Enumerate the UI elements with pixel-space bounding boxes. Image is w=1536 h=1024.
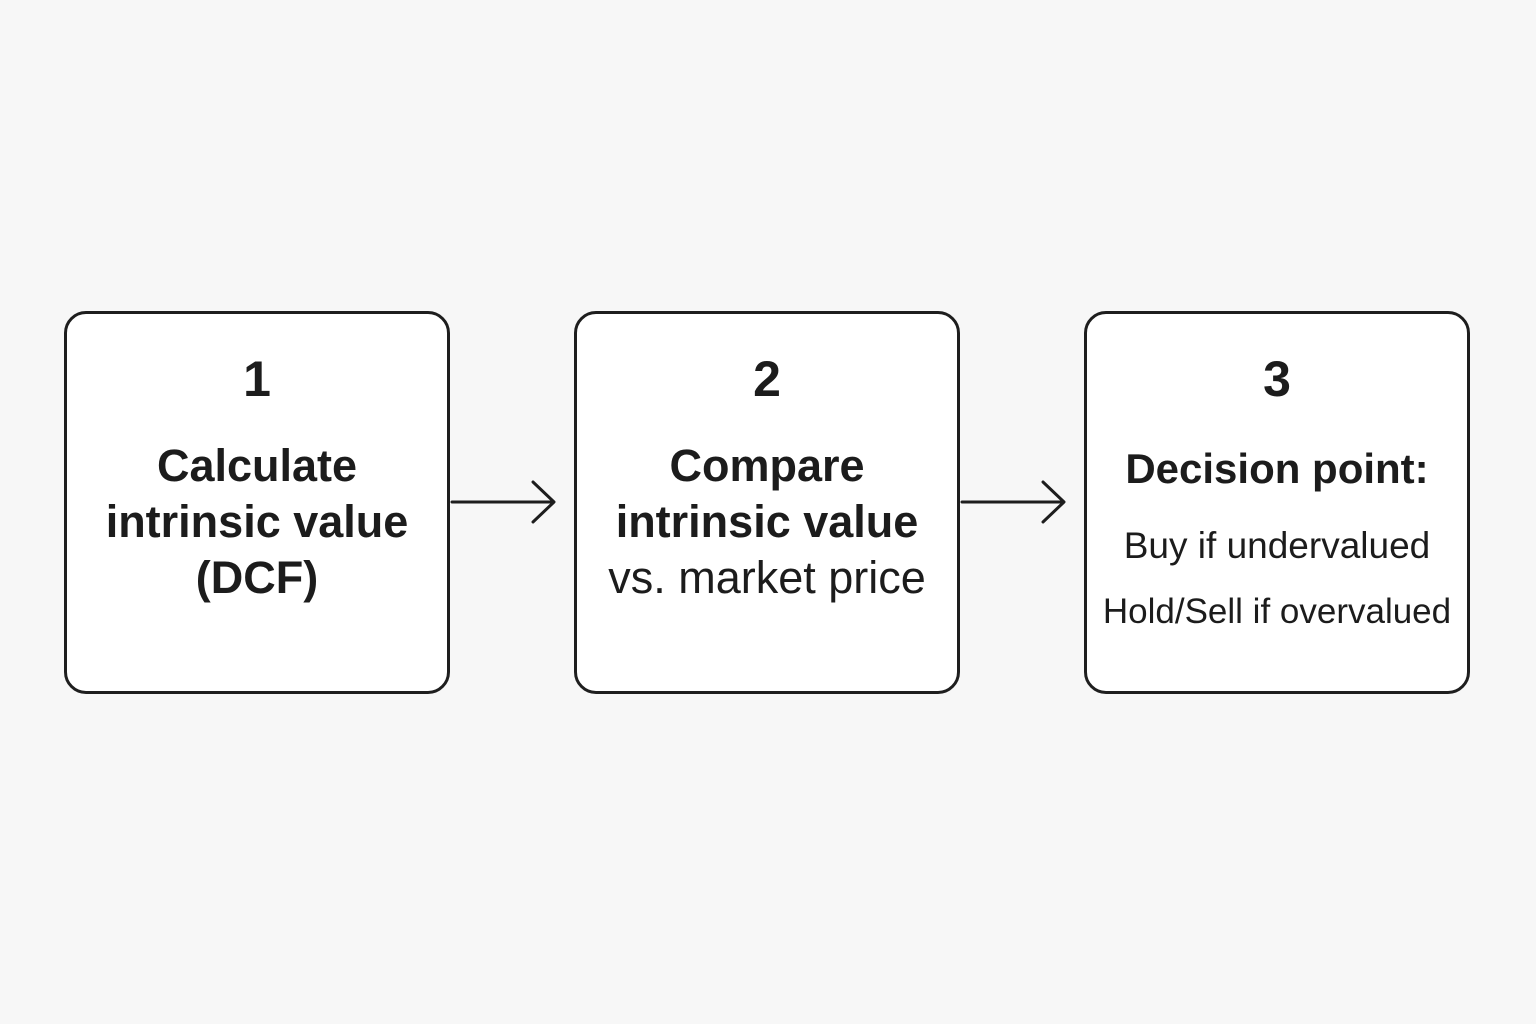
step-3-option-hold-sell: Hold/Sell if overvalued [1102,592,1452,631]
step-3-option-buy: Buy if undervalued [1123,525,1431,566]
step-3-box: 3 Decision point: Buy if undervalued Hol… [1084,311,1470,694]
step-2-label-line-1: Compare [669,440,865,491]
step-3-title: Decision point: [1125,445,1429,492]
step-1-label-line-1: Calculate [156,440,358,491]
step-2-number: 2 [753,351,781,407]
step-1-box: 1 Calculate intrinsic value (DCF) [64,311,450,694]
step-2-label-line-2: intrinsic value [615,496,919,547]
step-2-box: 2 Compare intrinsic value vs. market pri… [574,311,960,694]
arrow-right-icon [960,480,1066,524]
step-1-number: 1 [243,351,271,407]
step-3-number: 3 [1263,351,1291,407]
step-1-label-line-3: (DCF) [195,552,319,603]
step-1-label-line-2: intrinsic value [105,496,409,547]
arrow-right-icon [450,480,556,524]
step-2-label-line-3: vs. market price [608,552,926,603]
